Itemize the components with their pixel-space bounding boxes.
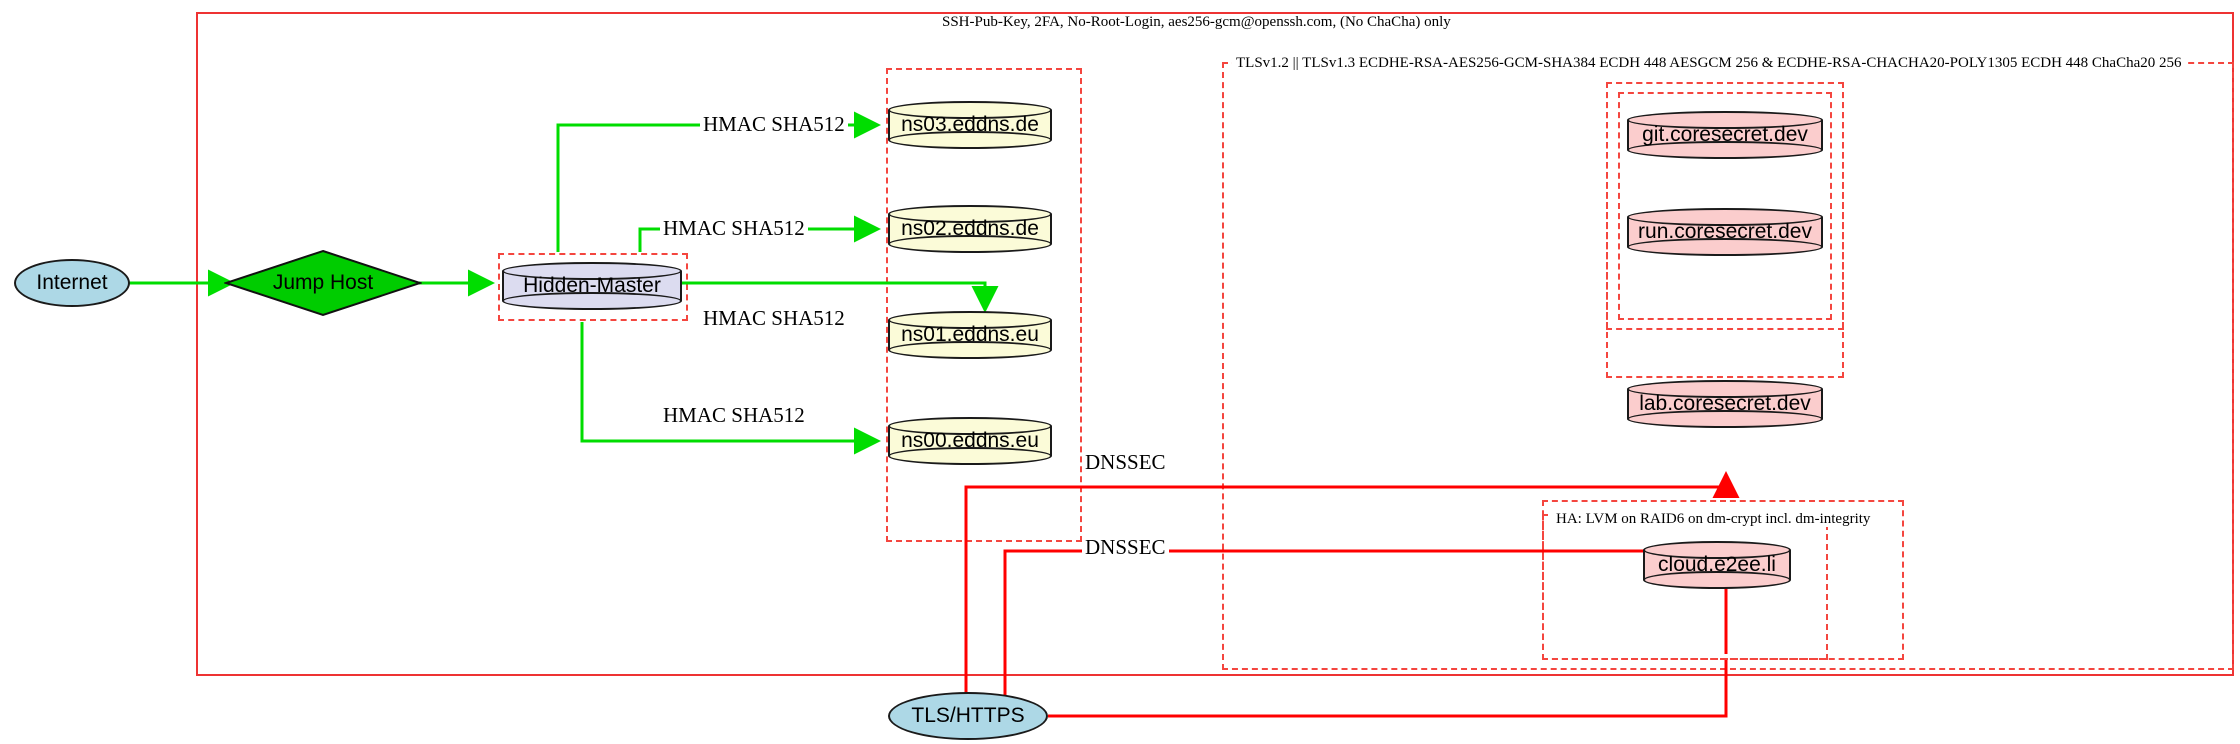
node-run-coresecret[interactable]: run.coresecret.dev [1627, 208, 1823, 256]
node-internet[interactable]: Internet [14, 259, 130, 307]
cylinder-top [888, 311, 1052, 329]
node-lab-coresecret[interactable]: lab.coresecret.dev [1627, 380, 1823, 428]
cylinder-bottom [888, 235, 1052, 253]
node-ns00[interactable]: ns00.eddns.eu [888, 417, 1052, 465]
node-jump-host-label: Jump Host [272, 271, 374, 294]
ha-zone-label: HA: LVM on RAID6 on dm-crypt incl. dm-in… [1552, 511, 1875, 527]
node-tls-https-label: TLS/HTTPS [911, 704, 1025, 727]
cylinder-bottom [1627, 410, 1823, 428]
edge-label-hmac-ns00: HMAC SHA512 [660, 404, 808, 426]
node-jump-host[interactable]: Jump Host [224, 249, 422, 317]
cylinder-bottom [888, 341, 1052, 359]
node-ns02[interactable]: ns02.eddns.de [888, 205, 1052, 253]
cylinder-top [1627, 111, 1823, 129]
cylinder-top [888, 205, 1052, 223]
node-ns02-label: ns02.eddns.de [901, 217, 1039, 240]
cylinder-bottom [1627, 141, 1823, 159]
cylinder-top [1627, 380, 1823, 398]
cylinder-bottom [1627, 238, 1823, 256]
cylinder-top [1627, 208, 1823, 226]
edge-label-hmac-ns02: HMAC SHA512 [660, 217, 808, 239]
node-cloud-e2ee-label: cloud.e2ee.li [1658, 553, 1776, 576]
cylinder-top [502, 262, 682, 280]
cylinder-bottom [888, 131, 1052, 149]
node-git-coresecret[interactable]: git.coresecret.dev [1627, 111, 1823, 159]
node-hidden-master-label: Hidden-Master [523, 274, 661, 297]
node-run-coresecret-label: run.coresecret.dev [1638, 220, 1812, 243]
node-hidden-master[interactable]: Hidden-Master [502, 262, 682, 310]
node-lab-coresecret-label: lab.coresecret.dev [1639, 392, 1811, 415]
cylinder-top [888, 101, 1052, 119]
edge-label-hmac-ns01: HMAC SHA512 [700, 307, 848, 329]
tls-zone-label: TLSv1.2 || TLSv1.3 ECDHE-RSA-AES256-GCM-… [1232, 55, 2186, 71]
node-ns03-label: ns03.eddns.de [901, 113, 1039, 136]
edge-label-dnssec-lower: DNSSEC [1082, 536, 1169, 558]
diamond-shape [224, 249, 422, 317]
node-ns01[interactable]: ns01.eddns.eu [888, 311, 1052, 359]
node-ns01-label: ns01.eddns.eu [901, 323, 1039, 346]
node-cloud-e2ee[interactable]: cloud.e2ee.li [1643, 541, 1791, 589]
node-ns03[interactable]: ns03.eddns.de [888, 101, 1052, 149]
cylinder-top [888, 417, 1052, 435]
node-ns00-label: ns00.eddns.eu [901, 429, 1039, 452]
cylinder-bottom [888, 447, 1052, 465]
ssh-zone-label: SSH-Pub-Key, 2FA, No-Root-Login, aes256-… [938, 14, 1455, 30]
node-git-coresecret-label: git.coresecret.dev [1642, 123, 1808, 146]
edge-label-dnssec-upper: DNSSEC [1082, 451, 1169, 473]
coresecret-inner-frame [1618, 92, 1832, 320]
node-tls-https[interactable]: TLS/HTTPS [888, 692, 1048, 740]
node-internet-label: Internet [36, 271, 108, 294]
lab-services-frame [1606, 82, 1844, 378]
edge-label-hmac-ns03: HMAC SHA512 [700, 113, 848, 135]
